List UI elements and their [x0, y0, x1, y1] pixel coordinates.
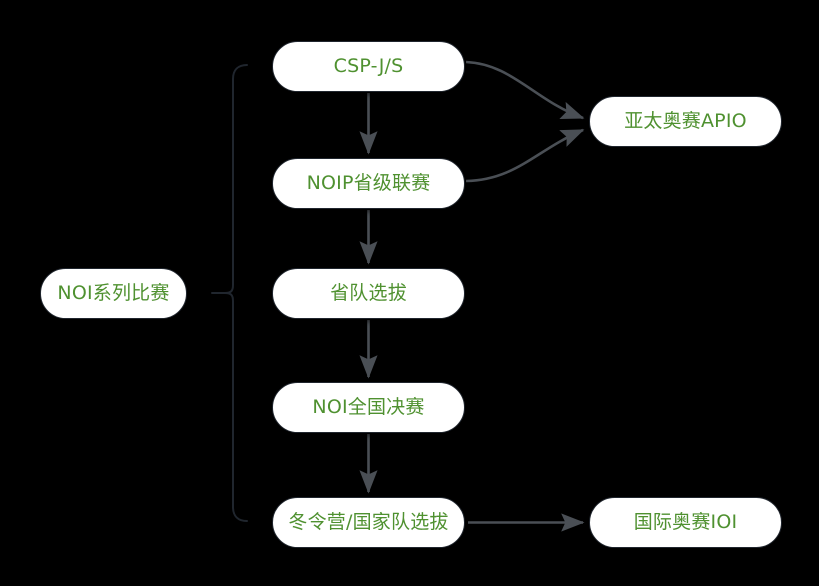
node-csp-label: CSP-J/S — [333, 55, 404, 78]
node-winter-camp-label: 冬令营/国家队选拔 — [288, 511, 449, 534]
node-noip-label: NOIP省级联赛 — [306, 172, 431, 195]
node-noi-final-label: NOI全国决赛 — [312, 396, 425, 419]
node-csp[interactable]: CSP-J/S — [272, 41, 465, 92]
node-ioi[interactable]: 国际奥赛IOI — [589, 497, 782, 548]
node-ioi-label: 国际奥赛IOI — [633, 511, 738, 534]
node-noi-series-label: NOI系列比赛 — [57, 282, 170, 305]
node-apio-label: 亚太奥赛APIO — [624, 110, 747, 133]
edge-noip-to-apio — [465, 128, 585, 183]
noi-series-brace — [211, 64, 248, 522]
node-noi-final[interactable]: NOI全国决赛 — [272, 382, 465, 433]
node-province-selection[interactable]: 省队选拔 — [272, 268, 465, 319]
node-province-selection-label: 省队选拔 — [330, 282, 407, 305]
node-apio[interactable]: 亚太奥赛APIO — [589, 96, 782, 147]
node-noip[interactable]: NOIP省级联赛 — [272, 158, 465, 209]
node-winter-camp[interactable]: 冬令营/国家队选拔 — [272, 497, 465, 548]
node-noi-series[interactable]: NOI系列比赛 — [40, 268, 187, 319]
edge-csp-to-apio — [465, 60, 585, 120]
